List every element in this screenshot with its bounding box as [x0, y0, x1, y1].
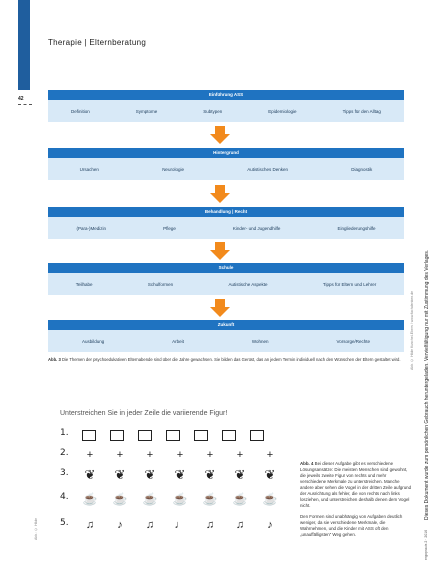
topic-item: Wohnen [251, 338, 269, 344]
journal-reference: ergopraxis 2 · 2016 [424, 529, 428, 560]
topic-title: Schule [48, 263, 404, 273]
exercise-caption: Abb. 4 Bei dieser Aufgabe gibt es versch… [300, 461, 412, 538]
row-figures: + + + + + + + [82, 448, 278, 462]
leaf-branch-icon: ❦ [174, 467, 186, 482]
topic-items: Definition Symptome Subtypen Epidemiolog… [48, 100, 404, 122]
image-credit: Abb. © Hilde Kuschel-Ebers / www.fachden… [410, 290, 414, 370]
cup-icon: ☕ [232, 492, 248, 506]
topic-title: Hintergrund [48, 148, 404, 158]
square-icon [222, 430, 236, 441]
topic-items: Teilhabe Schulformen Autistische Aspekte… [48, 273, 404, 295]
row-number: 2. [60, 448, 69, 458]
topic-items: (Para-)Medizin Pflege Kinder- und Jugend… [48, 217, 404, 239]
row-number: 5. [60, 518, 69, 528]
square-icon [82, 430, 96, 441]
leaf-branch-icon: ❦ [84, 467, 96, 482]
plus-icon: + [236, 449, 244, 461]
leaf-branch-icon: ❦ [234, 467, 246, 482]
topic-item: Arbeit [172, 338, 184, 344]
topic-items: Ursachen Neurologie Autistisches Denken … [48, 158, 404, 180]
topic-title: Behandlung | Recht [48, 207, 404, 217]
topic-item: Pflege [163, 225, 176, 231]
topic-title: Einführung ASS [48, 90, 404, 100]
plus-icon: + [206, 449, 214, 461]
figure-caption: Abb. 3 Die Themen der psychoedukativen E… [48, 357, 408, 363]
music-note-icon: ♫ [205, 519, 215, 531]
music-note-icon: ♫ [85, 519, 95, 531]
topic-item: Kinder- und Jugendhilfe [232, 225, 281, 231]
page-number: 42 [18, 96, 24, 102]
topic-item: Ausbildung [81, 338, 105, 344]
caption-label: Abb. 3 [48, 357, 61, 362]
caption-text: Die Themen der psychoedukativen Elternab… [61, 357, 401, 362]
topic-items: Ausbildung Arbeit Wohnen Vorsorge/Rechte [48, 330, 404, 352]
plus-icon: + [146, 449, 154, 461]
topic-title: Zukunft [48, 320, 404, 330]
plus-icon: + [266, 449, 274, 461]
music-note-icon: ♩ [174, 519, 186, 531]
leaf-branch-icon: ❦ [204, 467, 216, 482]
plus-icon: + [116, 449, 124, 461]
plus-icon: + [176, 449, 184, 461]
task-title: Unterstreichen Sie in jeder Zeile die va… [60, 410, 228, 417]
square-icon [166, 430, 180, 441]
topic-block: Behandlung | Recht (Para-)Medizin Pflege… [48, 207, 404, 239]
leaf-branch-icon: ❦ [114, 467, 126, 482]
row-figures [82, 428, 264, 441]
topic-item: Tipps für Eltern und Lehrer [322, 281, 377, 287]
topic-block: Zukunft Ausbildung Arbeit Wohnen Vorsorg… [48, 320, 404, 352]
row-number: 4. [60, 492, 69, 502]
music-note-icon: ♪ [267, 519, 273, 531]
image-credit-left: Abb.: © Hilde [34, 517, 38, 540]
leaf-branch-icon: ❦ [264, 467, 276, 482]
download-notice: Dieses Dokument wurde zum persönlichen G… [424, 249, 430, 520]
topic-item: Ursachen [79, 166, 99, 172]
caption-text-2: Den Formen sind unabhängig von Aufgaben … [300, 514, 403, 537]
topic-item: Eingliederungshilfe [337, 225, 376, 231]
topic-item: (Para-)Medizin [76, 225, 107, 231]
row-number: 1. [60, 428, 69, 438]
topic-item: Autistische Aspekte [228, 281, 268, 287]
caption-text: Bei dieser Aufgabe gibt es verschiedene … [300, 461, 412, 508]
page-header: Therapie | Elternberatung [48, 38, 147, 47]
topic-item: Neurologie [162, 166, 184, 172]
square-icon [194, 430, 208, 441]
caption-label: Abb. 4 [300, 461, 314, 466]
cup-icon: ☕ [112, 492, 128, 506]
topic-item: Subtypen [203, 108, 223, 114]
topic-item: Teilhabe [75, 281, 93, 287]
row-figures: ☕ ☕ ☕ ☕ ☕ ☕ ☕ [82, 492, 278, 506]
cup-icon: ☕ [172, 492, 188, 506]
topic-block: Hintergrund Ursachen Neurologie Autistis… [48, 148, 404, 180]
topic-item: Diagnostik [351, 166, 373, 172]
cup-icon: ☕ [202, 492, 218, 506]
topic-item: Schulformen [147, 281, 174, 287]
plus-icon: + [86, 449, 94, 461]
row-figures: ❦ ❦ ❦ ❦ ❦ ❦ ❦ [82, 468, 278, 482]
leaf-branch-icon: ❦ [144, 467, 156, 482]
cup-icon: ☕ [82, 492, 98, 506]
topic-item: Symptome [135, 108, 158, 114]
square-icon [138, 430, 152, 441]
topic-item: Autistisches Denken [247, 166, 289, 172]
cup-icon: ☕ [262, 492, 278, 506]
row-figures: ♫ ♪ ♫ ♩ ♫ ♫ ♪ [82, 518, 278, 532]
topic-block: Einführung ASS Definition Symptome Subty… [48, 90, 404, 122]
square-icon [250, 430, 264, 441]
topic-item: Definition [71, 108, 90, 114]
cup-icon: ☕ [142, 492, 158, 506]
music-note-icon: ♫ [235, 519, 245, 531]
page-number-divider [18, 104, 32, 105]
chapter-color-bar [18, 0, 30, 90]
topic-item: Epidemiologie [268, 108, 297, 114]
topic-block: Schule Teilhabe Schulformen Autistische … [48, 263, 404, 295]
music-note-icon: ♫ [145, 519, 155, 531]
music-note-icon: ♪ [117, 519, 123, 531]
topic-item: Tipps für den Alltag [342, 108, 381, 114]
topic-item: Vorsorge/Rechte [336, 338, 370, 344]
square-icon [110, 430, 124, 441]
row-number: 3. [60, 468, 69, 478]
